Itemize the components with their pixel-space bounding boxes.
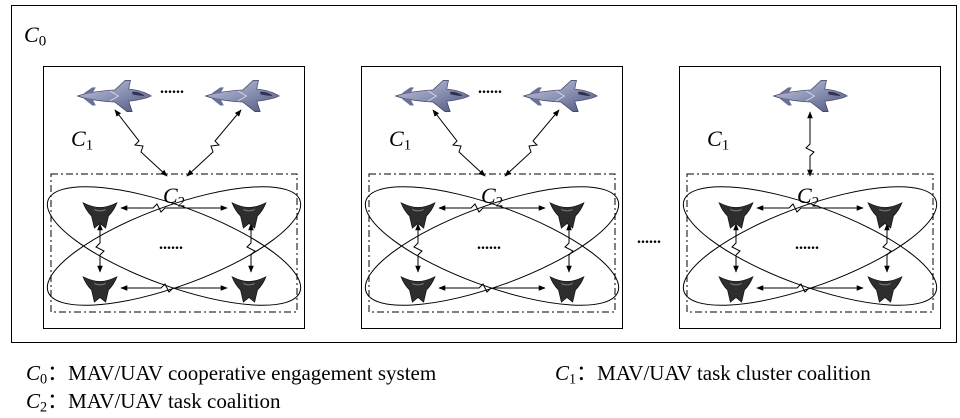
- mav-fighter-icon: [523, 79, 598, 113]
- mav-link-left: [114, 109, 168, 177]
- legend-c2: C2：MAV/UAV task coalition: [26, 389, 281, 416]
- mav-link-right: [186, 109, 242, 177]
- uav-ellipsis: ......: [477, 236, 501, 253]
- task-cluster-panel-2: [361, 66, 623, 329]
- cluster-label-c1: C1: [707, 126, 730, 154]
- cluster-label-c1: C1: [71, 126, 94, 154]
- mav-link-vertical: [805, 111, 815, 177]
- uav-ellipsis: ......: [795, 236, 819, 253]
- coalition-label-c2: C2: [797, 183, 820, 211]
- panel-2-graphics: [352, 79, 631, 329]
- coalition-label-c2: C2: [481, 183, 504, 211]
- task-cluster-panel-1: [43, 66, 305, 329]
- task-cluster-panel-3: [679, 66, 941, 329]
- cluster-label-c1: C1: [389, 126, 412, 154]
- mav-fighter-icon: [205, 79, 280, 113]
- system-boundary-c0: [11, 5, 957, 343]
- mav-link-right: [504, 109, 560, 177]
- system-label-c0: C0: [24, 22, 47, 50]
- mav-fighter-icon: [77, 79, 152, 113]
- panel-1-graphics: [34, 79, 313, 329]
- mav-ellipsis: ......: [478, 80, 502, 97]
- coalition-label-c2: C2: [163, 183, 186, 211]
- mav-link-left: [432, 109, 486, 177]
- panel-3-graphics: [670, 79, 949, 329]
- mav-ellipsis: ......: [160, 80, 184, 97]
- mav-fighter-icon: [395, 79, 470, 113]
- legend-c0: C0：MAV/UAV cooperative engagement system: [26, 361, 437, 388]
- legend-c1: C1：MAV/UAV task cluster coalition: [555, 361, 871, 388]
- panel-continuation-ellipsis: ......: [637, 230, 661, 247]
- uav-ellipsis: ......: [159, 236, 183, 253]
- mav-fighter-icon: [773, 79, 848, 113]
